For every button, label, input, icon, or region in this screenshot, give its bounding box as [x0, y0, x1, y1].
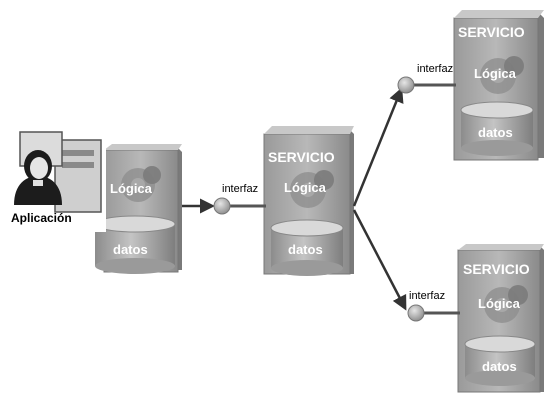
- interface-center-icon: [213, 197, 231, 215]
- service-center-data-label: datos: [288, 242, 323, 257]
- interface-top-icon: [397, 76, 415, 94]
- gear-icon: [484, 285, 528, 323]
- gear-icon: [480, 56, 524, 94]
- arrow-service-to-top: [352, 87, 404, 207]
- client-box: Lógica datos: [94, 144, 182, 274]
- service-center-logic-label: Lógica: [284, 180, 327, 195]
- service-bottom-data-label: datos: [482, 359, 517, 374]
- service-top-logic-label: Lógica: [474, 66, 517, 81]
- gear-icon: [121, 166, 161, 202]
- service-top-data-label: datos: [478, 125, 513, 140]
- user-avatar-icon: [14, 150, 62, 205]
- service-box-top: SERVICIO Lógica datos: [453, 10, 544, 161]
- client-logic-label: Lógica: [110, 181, 153, 196]
- interface-bottom-icon: [407, 304, 425, 322]
- service-bottom-logic-label: Lógica: [478, 296, 521, 311]
- arrow-service-to-bottom: [352, 209, 407, 311]
- service-box-bottom: SERVICIO Lógica datos: [457, 244, 544, 393]
- service-bottom-title: SERVICIO: [463, 261, 530, 277]
- service-box-center: SERVICIO Lógica datos: [263, 126, 354, 276]
- client-database-icon: [94, 215, 176, 274]
- service-top-database-icon: [460, 101, 534, 156]
- interface-bottom-label: interfaz: [409, 290, 445, 302]
- computer-icon: [18, 128, 106, 232]
- app-label: Aplicación: [11, 211, 72, 225]
- gear-icon: [290, 170, 334, 208]
- service-center-title: SERVICIO: [268, 149, 335, 165]
- service-bottom-database-icon: [464, 335, 536, 386]
- interface-top-label: interfaz: [417, 63, 453, 75]
- service-top-title: SERVICIO: [458, 24, 525, 40]
- client-data-label: datos: [113, 242, 148, 257]
- service-center-database-icon: [270, 219, 344, 276]
- interface-center-label: interfaz: [222, 183, 258, 195]
